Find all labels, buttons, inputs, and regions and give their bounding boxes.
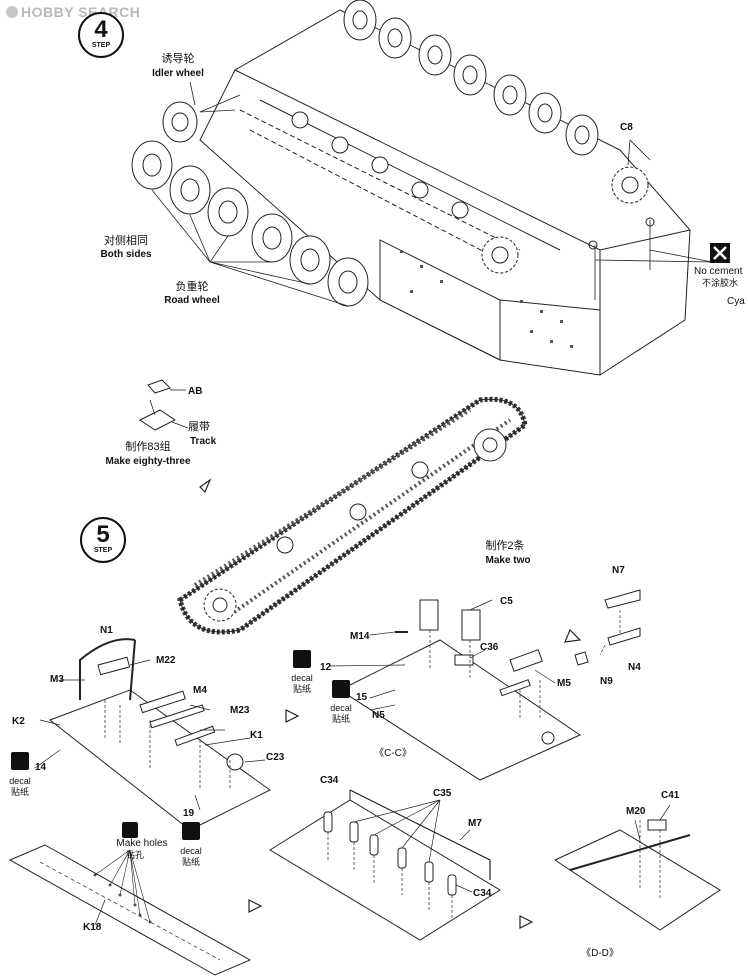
make-two-label-cn: 制作2条 bbox=[485, 540, 525, 552]
make-two-label: Make two bbox=[485, 555, 531, 566]
part-n5-label: N5 bbox=[372, 710, 385, 721]
part-n9-label: N9 bbox=[600, 676, 613, 687]
part-c41-label: C41 bbox=[661, 790, 680, 801]
decal-14-label: 14 bbox=[35, 762, 47, 773]
plate-k18 bbox=[8, 844, 252, 976]
decal-19-label: 19 bbox=[183, 808, 195, 819]
decal-label-cn: 贴纸 bbox=[292, 684, 312, 694]
part-c36-label: C36 bbox=[480, 642, 499, 653]
no-cement-label: No cement bbox=[694, 266, 743, 277]
decal-label-cn: 贴纸 bbox=[181, 857, 201, 867]
part-m4-label: M4 bbox=[193, 685, 207, 696]
decal-icon bbox=[293, 650, 311, 668]
make-83-label: Make eighty-three bbox=[105, 456, 191, 467]
part-m22-label: M22 bbox=[156, 655, 176, 666]
part-c34-label: C34 bbox=[473, 888, 492, 899]
track-label-cn: 履带 bbox=[188, 421, 210, 433]
road-wheel-label: Road wheel bbox=[164, 295, 220, 306]
decal-icon bbox=[11, 752, 29, 770]
sub-assembly-dd bbox=[553, 804, 721, 931]
part-m23-label: M23 bbox=[230, 705, 250, 716]
make-holes-label: Make holes bbox=[116, 838, 168, 849]
make-holes-label-cn: 钻孔 bbox=[125, 850, 145, 860]
part-n4-label: N4 bbox=[628, 662, 641, 673]
decal-label: decal bbox=[9, 776, 31, 786]
parts-n7-n4-n9 bbox=[574, 589, 641, 666]
step-5-badge: 5 STEP bbox=[80, 517, 126, 563]
decal-icon bbox=[332, 680, 350, 698]
watermark-logo-icon bbox=[6, 6, 18, 18]
part-k2-label: K2 bbox=[12, 716, 25, 727]
step-4-badge: 4 STEP bbox=[78, 12, 124, 58]
part-c35-label: C35 bbox=[433, 788, 452, 799]
exploded-wheels bbox=[131, 101, 369, 307]
part-c5-label: C5 bbox=[500, 596, 513, 607]
section-dd-label: 《D-D》 bbox=[581, 948, 619, 959]
make-83-label-cn: 制作83组 bbox=[125, 441, 171, 453]
no-cement-icon bbox=[710, 243, 730, 263]
decal-label: decal bbox=[291, 673, 313, 683]
both-sides-label-cn: 对侧相同 bbox=[104, 235, 148, 247]
idler-wheel-label: Idler wheel bbox=[152, 68, 204, 79]
decal-label: decal bbox=[180, 846, 202, 856]
part-c23-label: C23 bbox=[266, 752, 285, 763]
track-label: Track bbox=[190, 436, 217, 447]
road-wheel-label-cn: 负重轮 bbox=[175, 281, 209, 293]
part-n1-label: N1 bbox=[100, 625, 113, 636]
decal-15-label: 15 bbox=[356, 692, 368, 703]
step-word: STEP bbox=[93, 547, 113, 554]
part-k1-label: K1 bbox=[250, 730, 263, 741]
part-c34-label: C34 bbox=[320, 775, 339, 786]
hull-suspension bbox=[239, 109, 649, 274]
both-sides-label: Both sides bbox=[100, 249, 152, 260]
part-m7-label: M7 bbox=[468, 818, 482, 829]
decal-label-cn: 贴纸 bbox=[10, 787, 30, 797]
part-m20-label: M20 bbox=[626, 806, 646, 817]
make-holes-icon bbox=[122, 822, 138, 838]
decal-icon bbox=[182, 822, 200, 840]
sub-assembly-left bbox=[34, 638, 271, 831]
part-k18-label: K18 bbox=[83, 922, 102, 933]
decal-label-cn: 贴纸 bbox=[331, 714, 351, 724]
part-m3-label: M3 bbox=[50, 674, 64, 685]
part-m14-label: M14 bbox=[350, 631, 370, 642]
idler-wheel-label-cn: 诱导轮 bbox=[161, 53, 195, 65]
part-n7-label: N7 bbox=[612, 565, 625, 576]
section-cc-label: 《C-C》 bbox=[374, 748, 412, 759]
no-cement-label-cn: 不涂胶水 bbox=[702, 278, 739, 288]
step-word: STEP bbox=[91, 42, 111, 49]
arrows bbox=[199, 478, 582, 929]
decal-12-label: 12 bbox=[320, 662, 332, 673]
plate-m7 bbox=[269, 789, 501, 941]
decal-label: decal bbox=[330, 703, 352, 713]
leader-lines-step4 bbox=[151, 81, 713, 307]
track-link-detail bbox=[139, 379, 189, 431]
hull-road-wheels bbox=[343, 0, 599, 156]
track-loop bbox=[177, 396, 528, 635]
step-number: 4 bbox=[94, 16, 108, 43]
small-parts-step4 bbox=[588, 217, 655, 250]
sub-assembly-cc bbox=[329, 599, 582, 781]
part-ab-label: AB bbox=[188, 386, 203, 397]
step-number: 5 bbox=[96, 521, 110, 548]
part-m5-label: M5 bbox=[557, 678, 571, 689]
cya-label: Cya bbox=[727, 296, 745, 307]
part-c8-label: C8 bbox=[620, 122, 633, 133]
